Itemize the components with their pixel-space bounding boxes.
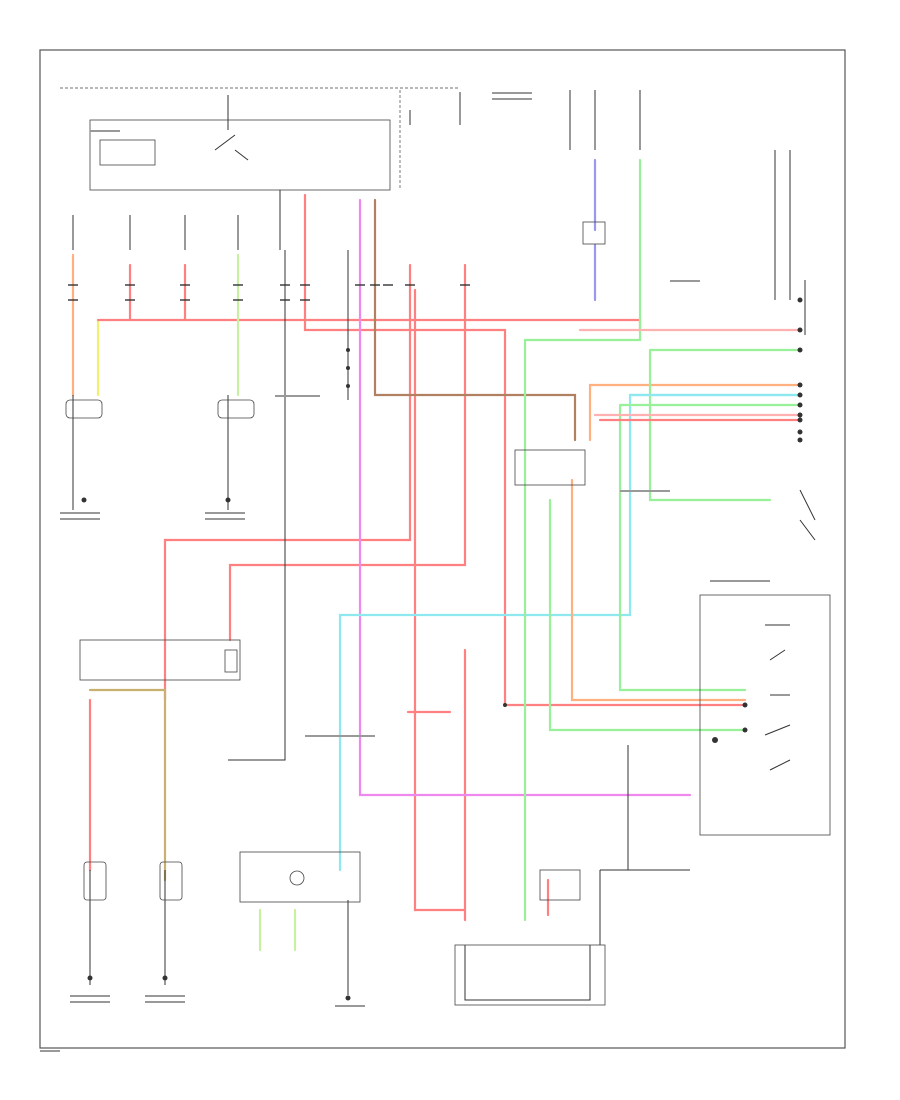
wire-red-hl — [96, 263, 642, 332]
wire-green-r — [648, 348, 802, 502]
left-fog-light — [83, 861, 107, 901]
wires — [71, 158, 802, 952]
underhood-fuse-relay-box — [60, 87, 461, 191]
fuse-row — [72, 190, 281, 250]
dimmer-relay — [514, 449, 586, 486]
wire-khaki — [88, 688, 167, 882]
wire-violet — [358, 198, 692, 797]
diagram-frame — [39, 49, 846, 1049]
left-headlight — [65, 399, 103, 419]
wire-red-4 — [413, 288, 467, 912]
bottom-relay — [454, 869, 606, 1006]
connector-ticks — [68, 284, 470, 301]
fog-light-relay — [79, 639, 241, 681]
wire-red-3 — [228, 263, 467, 642]
wire-orange-r — [570, 383, 802, 702]
wire-green-3 — [618, 403, 802, 692]
combination-switch — [699, 594, 831, 836]
right-fog-light — [159, 861, 183, 901]
tiny-labels — [40, 92, 770, 1052]
right-headlight — [217, 399, 255, 419]
ground-symbols — [81, 348, 351, 1001]
terminal-dots — [503, 297, 803, 743]
wire-green-main — [523, 158, 642, 922]
wire-pink — [578, 328, 802, 417]
wire-green-fog — [258, 908, 297, 952]
wire-green-2 — [548, 498, 747, 732]
diode-block — [582, 221, 606, 245]
black-wires — [72, 90, 806, 1001]
fog-light-switch — [239, 851, 361, 903]
wire-brown — [373, 198, 577, 442]
passing-switch — [799, 489, 816, 541]
